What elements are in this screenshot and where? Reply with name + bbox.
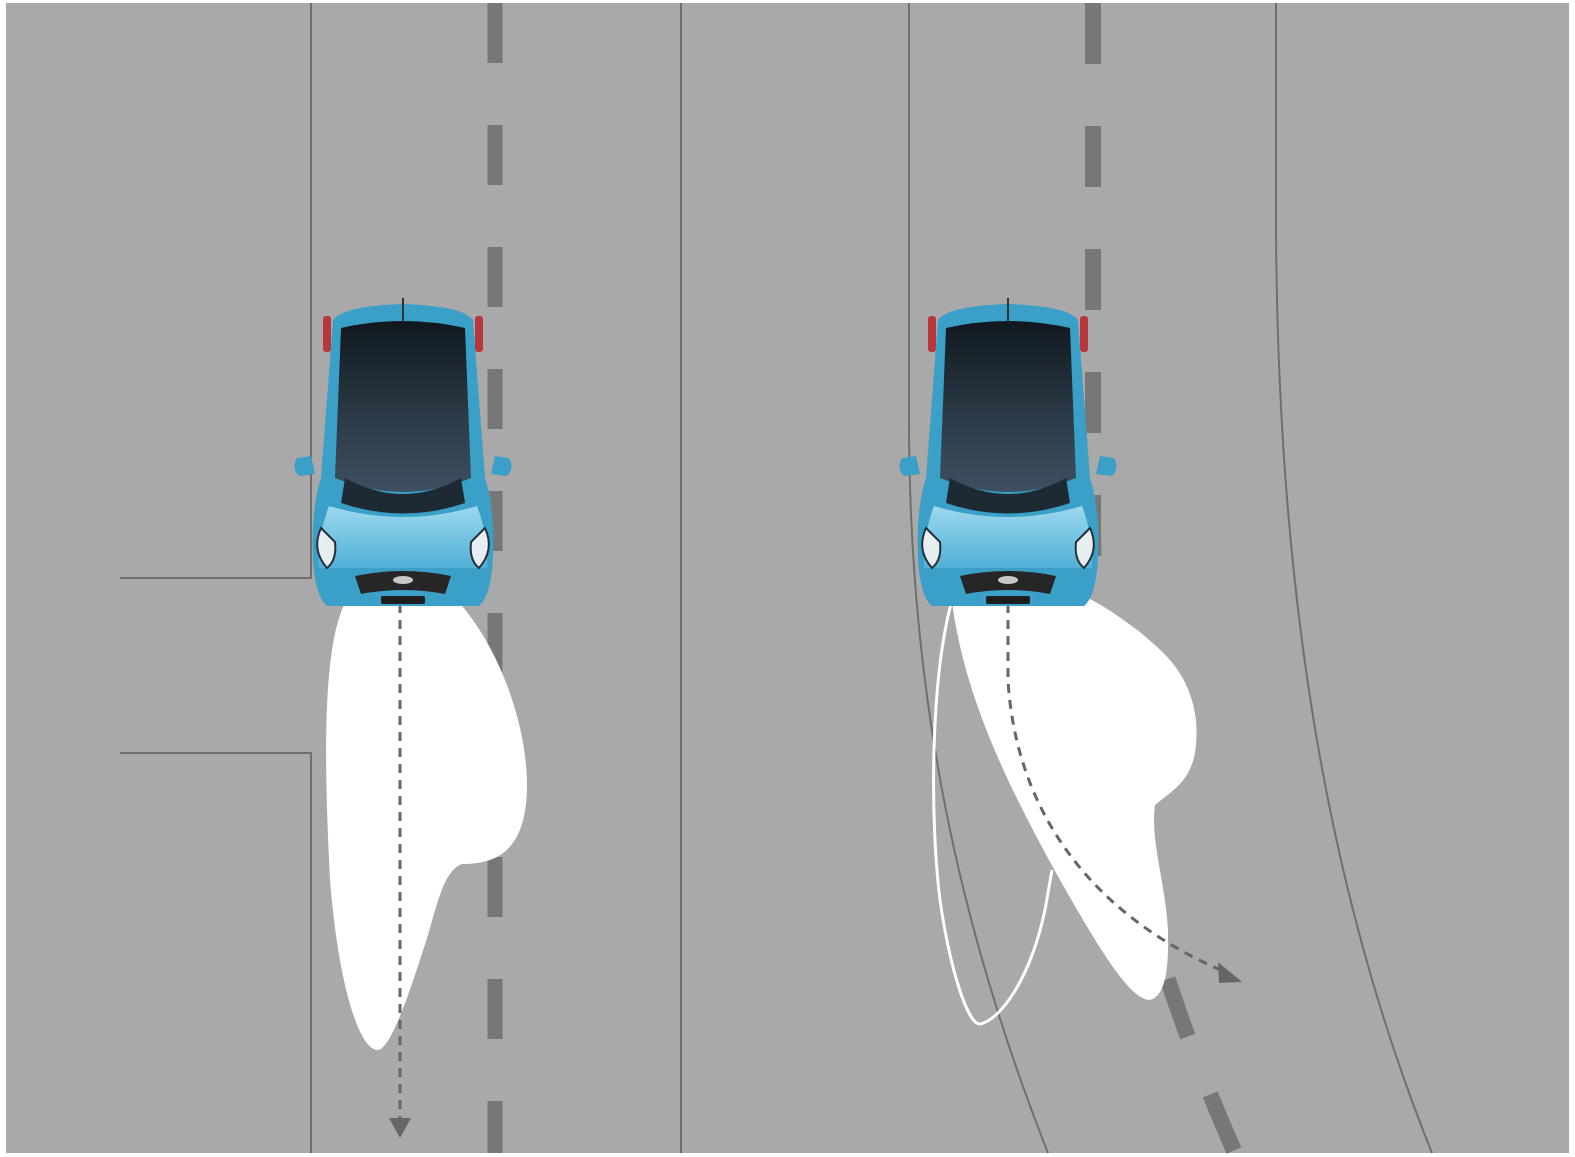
car-left-icon — [294, 298, 511, 606]
car-right-icon — [899, 298, 1116, 606]
